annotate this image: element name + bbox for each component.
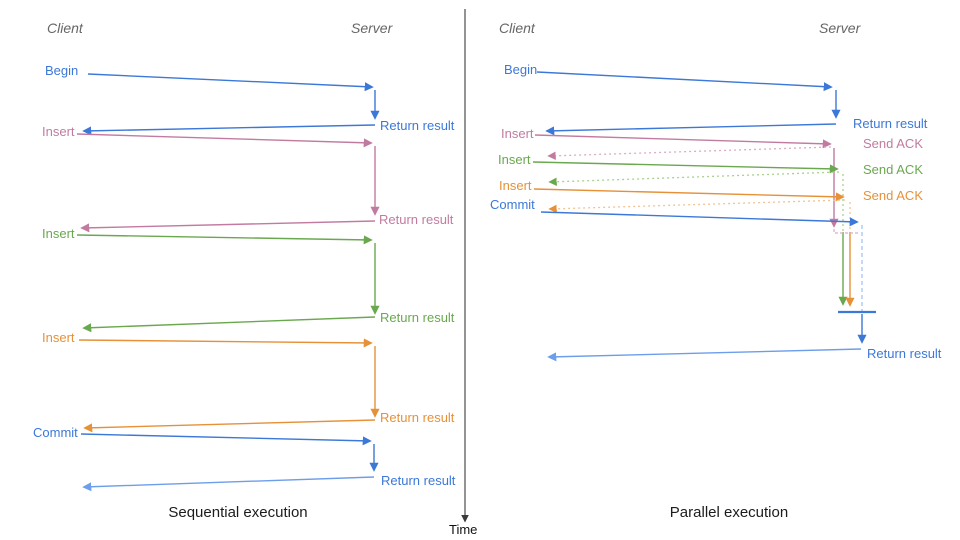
left-insert2-return-label: Return result — [380, 310, 455, 325]
right-insert2-ack-label: Send ACK — [863, 162, 923, 177]
left-insert2-label: Insert — [42, 226, 75, 241]
left-begin-request-arrow — [87, 73, 374, 92]
right-panel-caption: Parallel execution — [669, 504, 789, 521]
left-begin-return-arrow — [82, 124, 376, 136]
right-insert1-ack-label: Send ACK — [863, 136, 923, 151]
left-commit-request-arrow — [80, 433, 372, 446]
left-begin-return-label: Return result — [380, 118, 455, 133]
right-begin-return-arrow — [545, 123, 837, 136]
right-commit-label: Commit — [490, 197, 535, 212]
right-begin-return-label: Return result — [853, 116, 928, 131]
right-insert2-request-arrow — [532, 161, 839, 174]
left-insert2-return-arrow — [82, 316, 376, 333]
left-commit-label: Commit — [33, 425, 78, 440]
right-final-return-arrow — [547, 348, 862, 362]
left-commit-return-arrow — [82, 476, 375, 492]
right-insert3-request-arrow — [533, 188, 845, 202]
right-begin-label: Begin — [504, 62, 538, 77]
left-insert1-return-label: Return result — [379, 212, 454, 227]
right-insert1-ack-arrow — [547, 146, 832, 161]
right-insert3-ack-label: Send ACK — [863, 188, 923, 203]
left-server-header: Server — [351, 20, 393, 36]
right-insert2-label: Insert — [498, 152, 531, 167]
right-insert1-label: Insert — [501, 126, 534, 141]
right-begin-request-arrow — [536, 71, 833, 92]
right-client-header: Client — [499, 20, 535, 36]
right-insert2-ack-arrow — [548, 171, 840, 186]
right-insert1-handoff-line — [833, 229, 858, 234]
left-insert1-label: Insert — [42, 124, 75, 139]
right-insert3-label: Insert — [499, 178, 532, 193]
left-insert1-request-arrow — [76, 133, 373, 148]
left-client-header: Client — [47, 20, 83, 36]
left-commit-return-label: Return result — [381, 473, 456, 488]
left-insert3-label: Insert — [42, 330, 75, 345]
left-insert3-return-arrow — [83, 419, 376, 433]
left-begin-label: Begin — [45, 63, 79, 78]
left-insert3-return-label: Return result — [380, 410, 455, 425]
right-commit-request-arrow — [540, 211, 859, 227]
time-axis-label: Time — [449, 522, 478, 537]
right-insert3-ack-arrow — [548, 199, 846, 214]
right-server-header: Server — [819, 20, 861, 36]
left-panel-caption: Sequential execution — [168, 504, 308, 521]
left-insert3-request-arrow — [78, 338, 373, 348]
left-insert2-request-arrow — [76, 234, 373, 245]
left-insert1-return-arrow — [80, 220, 376, 233]
right-insert1-request-arrow — [534, 134, 832, 149]
right-final-return-label: Return result — [867, 346, 942, 361]
